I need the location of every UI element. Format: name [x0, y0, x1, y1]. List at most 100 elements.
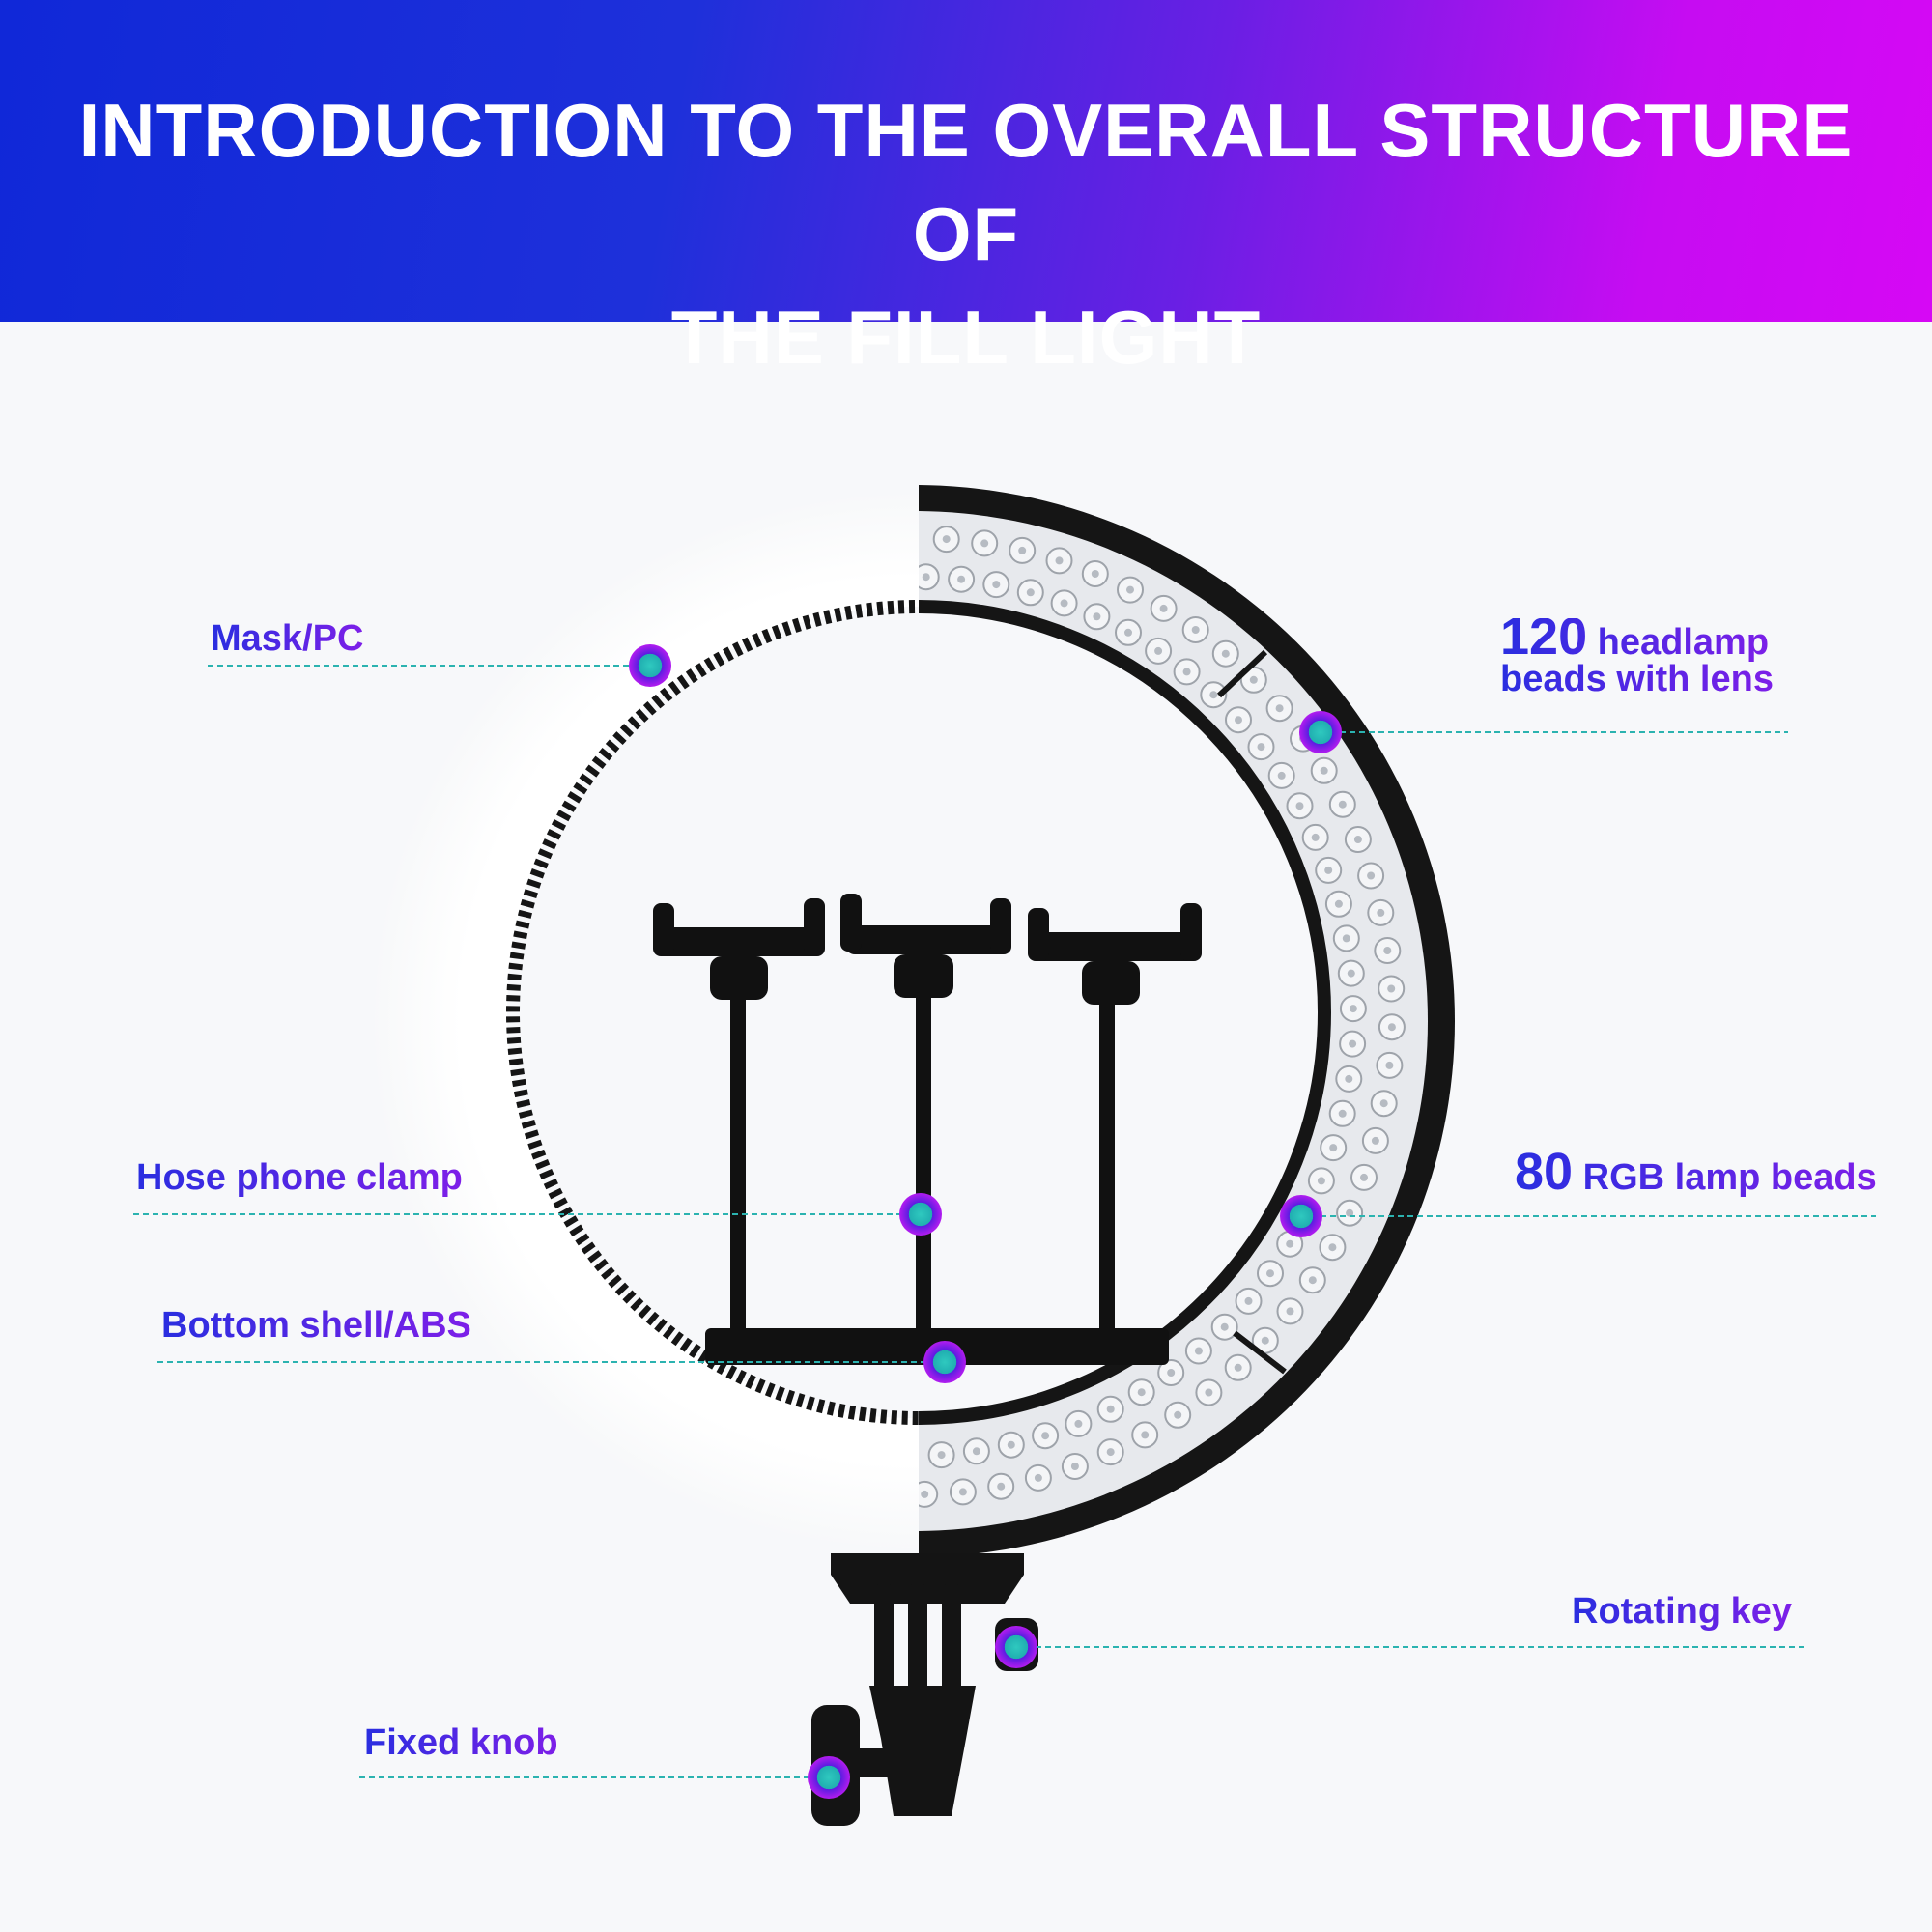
lamp-bead-core [1026, 588, 1035, 597]
lamp-bead-core [1209, 691, 1218, 699]
lamp-bead-core [1329, 1144, 1338, 1152]
lamp-bead-core [1346, 1208, 1354, 1217]
lamp-bead-core [1324, 866, 1333, 874]
label-fixed-knob-text: Fixed knob [364, 1722, 558, 1763]
lamp-bead-core [1244, 1296, 1253, 1305]
lamp-bead-core [1334, 899, 1343, 908]
lamp-bead-core [1342, 934, 1350, 943]
title-line-1: INTRODUCTION TO THE OVERALL STRUCTURE OF [78, 88, 1854, 276]
rgb-text: RGB lamp beads [1582, 1157, 1877, 1198]
label-headlamp-line2: beads with lens [1500, 659, 1774, 699]
lamp-bead-core [1338, 800, 1347, 809]
label-headlamp: 120 headlamp beads with lens [1500, 618, 1774, 697]
lamp-bead-core [1137, 1388, 1146, 1397]
markers [629, 644, 1342, 1799]
lamp-bead-core [1070, 1463, 1079, 1470]
label-mask-text: Mask/PC [211, 618, 364, 659]
lamp-bead-core [1055, 556, 1064, 565]
label-bottom-shell: Bottom shell/ABS [161, 1305, 471, 1347]
title-line-2: THE FILL LIGHT [670, 295, 1262, 380]
lamp-bead-core [1205, 1388, 1213, 1397]
lamp-bead-core [992, 581, 1001, 589]
lamp-bead-core [1159, 604, 1168, 612]
lamp-bead-core [921, 1490, 929, 1498]
lamp-bead-core [1387, 1023, 1396, 1032]
phone-clamp-right [1028, 903, 1202, 1328]
lamp-bead-core [1360, 1173, 1368, 1181]
label-mask: Mask/PC [211, 618, 363, 660]
lamp-bead-core [1106, 1405, 1115, 1413]
label-fixed-knob: Fixed knob [364, 1722, 558, 1764]
lamp-bead-core [957, 575, 966, 583]
lamp-bead-core [1257, 743, 1265, 752]
lamp-bead-core [1060, 599, 1068, 608]
lamp-bead-core [980, 539, 989, 548]
label-hose-text: Hose phone clamp [136, 1157, 463, 1198]
headlamp-count: 120 [1500, 608, 1588, 666]
lamp-bead-core [1347, 969, 1355, 978]
lamp-bead-core [1234, 1363, 1242, 1372]
marker-headlamp [1299, 711, 1342, 753]
lamp-bead-core [1249, 675, 1258, 684]
lamp-bead-core [1349, 1005, 1357, 1013]
label-rotating-key-text: Rotating key [1572, 1591, 1793, 1632]
marker-bottom-shell [923, 1341, 966, 1383]
lamp-bead-core [1154, 646, 1163, 655]
marker-hose [899, 1193, 942, 1236]
lamp-bead-core [1367, 871, 1376, 880]
lamp-bead-core [1007, 1440, 1015, 1449]
phone-clamps [653, 894, 1202, 1365]
lamp-bead-core [1091, 570, 1099, 578]
header-banner: INTRODUCTION TO THE OVERALL STRUCTURE OF… [0, 0, 1932, 380]
rgb-count: 80 [1515, 1143, 1574, 1201]
lamp-bead-core [1124, 628, 1132, 637]
phone-clamp-left [653, 898, 825, 1328]
lamp-bead-core [1320, 766, 1328, 775]
lamp-bead-core [1286, 1307, 1294, 1316]
marker-fixed-knob [808, 1756, 850, 1799]
lamp-bead-core [1034, 1473, 1042, 1482]
lamp-bead-core [1371, 1136, 1379, 1145]
lamp-bead-core [1018, 546, 1027, 554]
page-title: INTRODUCTION TO THE OVERALL STRUCTURE OF… [39, 79, 1893, 389]
lamp-bead-core [1311, 833, 1320, 841]
leader-lines [133, 665, 1876, 1778]
mask-diffuser [375, 495, 919, 1548]
headlamp-text: headlamp [1597, 622, 1770, 663]
lamp-bead-core [1174, 1410, 1182, 1419]
lamp-bead-core [1266, 1269, 1274, 1278]
marker-rotating-key [995, 1626, 1037, 1668]
lamp-bead-core [1221, 649, 1230, 658]
lamp-bead-core [1106, 1448, 1115, 1457]
lamp-bead-core [1353, 836, 1362, 843]
lamp-bead-core [1277, 771, 1286, 780]
lamp-bead-core [1383, 947, 1392, 954]
lamp-bead-core [1338, 1109, 1347, 1118]
lamp-bead-core [1220, 1322, 1229, 1331]
marker-rgb [1280, 1195, 1322, 1237]
lamp-bead-core [1317, 1177, 1325, 1185]
label-rotating-key: Rotating key [1572, 1591, 1792, 1633]
lamp-bead-core [937, 1451, 946, 1460]
lamp-bead-core [1286, 1239, 1294, 1248]
lamp-bead-core [1379, 1099, 1388, 1108]
phone-clamp-center [840, 894, 1011, 1328]
lamp-bead-core [1387, 984, 1396, 993]
lamp-bead-core [1074, 1419, 1083, 1428]
lamp-bead-core [1093, 612, 1101, 621]
label-bottom-shell-text: Bottom shell/ABS [161, 1305, 471, 1346]
lamp-bead-core [1194, 1347, 1203, 1355]
lamp-bead-core [958, 1488, 967, 1496]
lamp-bead-core [1328, 1243, 1337, 1252]
lamp-bead-core [1377, 908, 1385, 917]
lamp-bead-core [1275, 704, 1284, 713]
lamp-bead-core [942, 535, 951, 544]
lamp-bead-core [972, 1447, 980, 1456]
lamp-bead-core [1345, 1074, 1353, 1083]
lamp-bead-core [1126, 585, 1134, 594]
lamp-bead-core [1261, 1336, 1269, 1345]
lamp-bead-core [1167, 1369, 1176, 1377]
lamp-bead-core [1041, 1432, 1050, 1440]
lamp-bead-core [997, 1482, 1006, 1491]
